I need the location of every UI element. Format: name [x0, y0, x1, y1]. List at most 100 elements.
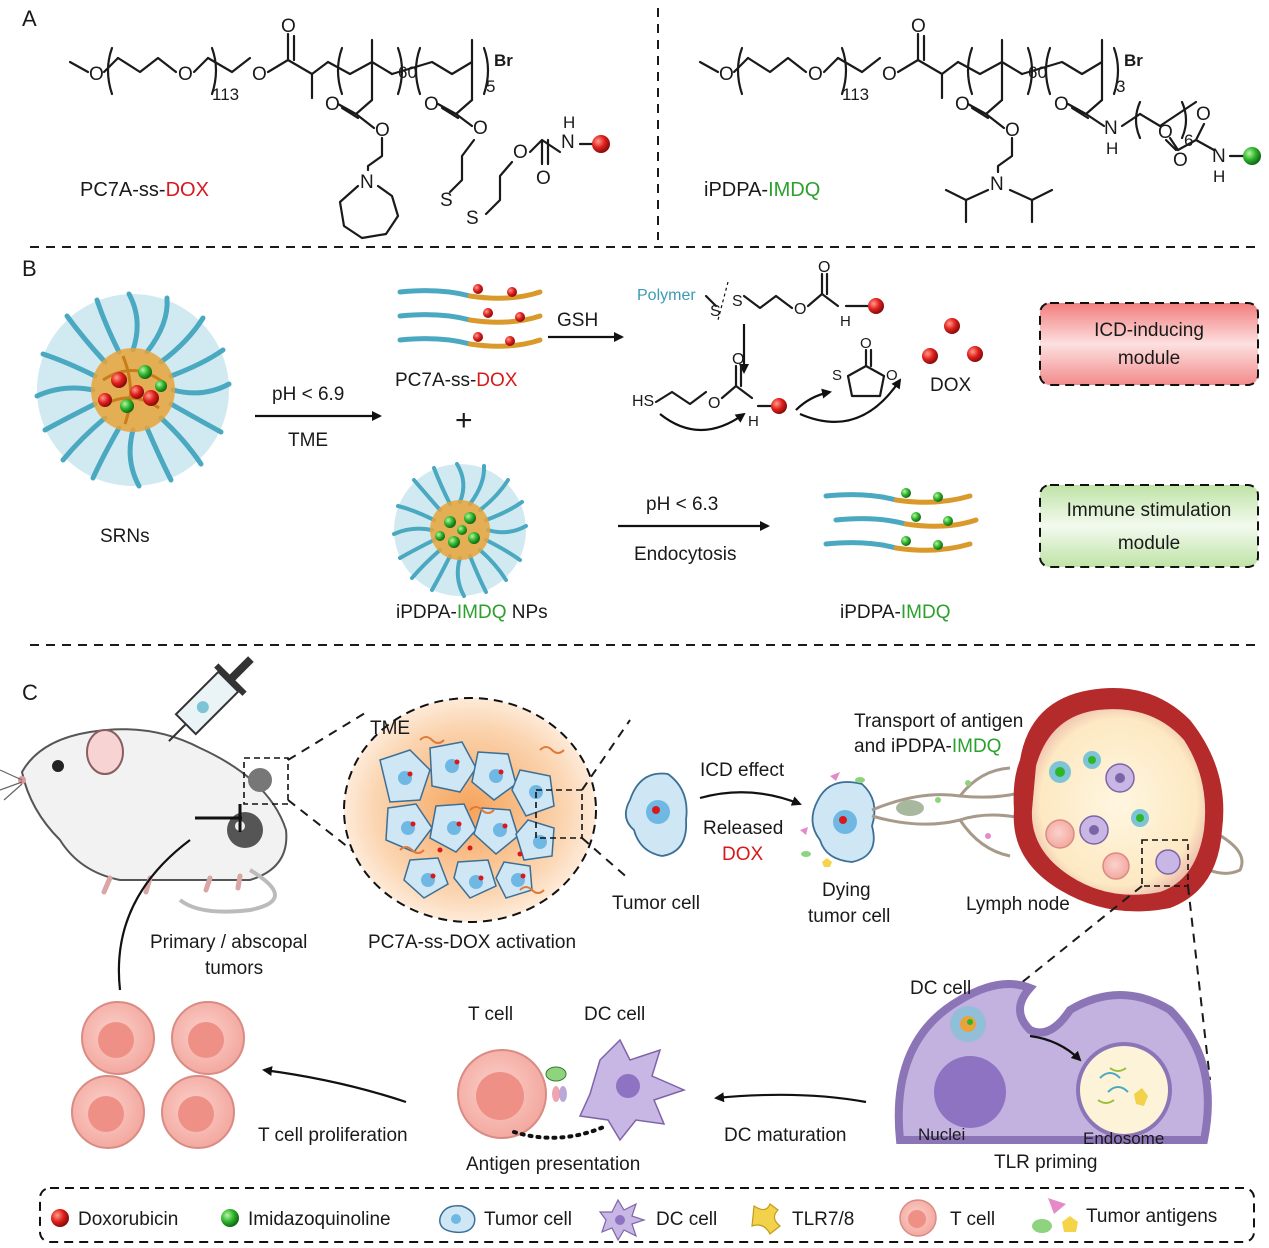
green-sphere-icon — [221, 1209, 239, 1227]
green-sphere-icon — [1243, 147, 1261, 165]
atom-s: S — [466, 208, 479, 229]
atom-o: O — [1173, 150, 1188, 171]
atom-o: O — [513, 142, 528, 163]
syringe-icon — [168, 656, 254, 742]
tumor-cell-label: Tumor cell — [612, 893, 700, 914]
arrow-dc-maturation — [714, 1092, 867, 1104]
legend-item-dc-cell: DC cell — [598, 1198, 717, 1242]
hs-label: HS — [632, 393, 654, 410]
nuclei-label: Nuclei — [918, 1125, 965, 1144]
mouse-icon — [0, 728, 288, 914]
atom-o: O — [375, 120, 390, 141]
zoom-box-mouse — [243, 757, 289, 805]
red-sphere-icon — [592, 135, 610, 153]
released-dox-label: DOX — [722, 844, 764, 865]
atom-o: O — [325, 94, 340, 115]
atom-o: O — [818, 259, 830, 276]
atom-o: O — [424, 94, 439, 115]
atom-o: O — [473, 118, 488, 139]
atom-o: O — [1054, 94, 1069, 115]
gsh-label: GSH — [557, 310, 598, 331]
atom-o: O — [808, 64, 823, 85]
pc7a-polymer-chains-icon — [397, 284, 543, 349]
icd-effect-label: ICD effect — [700, 760, 785, 781]
atom-h: H — [748, 413, 759, 430]
ipdpa-nps-label: iPDPA-IMDQ NPs — [396, 602, 548, 623]
atom-o: O — [882, 64, 897, 85]
icd-module-line2: module — [1118, 348, 1180, 369]
pc7a-ss-dox-title: PC7A-ss-DOX — [80, 179, 209, 201]
ph-6-3-label: pH < 6.3 — [646, 494, 718, 515]
atom-s: S — [832, 367, 842, 384]
atom-o: O — [719, 64, 734, 85]
subscript-113: 113 — [842, 85, 869, 104]
transport-line2: and iPDPA-IMDQ — [854, 736, 1001, 757]
migrating-dc-icon — [896, 800, 924, 816]
tlr-receptor-icon — [751, 1203, 781, 1235]
atom-o: O — [1196, 104, 1211, 125]
disulfide-cleavage-mechanism: Polymer S S O O S H HS O O H O S O — [632, 259, 902, 432]
atom-o: O — [178, 64, 193, 85]
atom-s: S — [440, 190, 453, 211]
panel-label-b: B — [22, 256, 37, 281]
atom-h: H — [1213, 167, 1225, 186]
antigen-presentation-label: Antigen presentation — [466, 1154, 640, 1175]
lymph-node-icon — [1013, 688, 1224, 912]
end-group-br: Br — [1124, 51, 1143, 70]
t-cell-label: T cell — [468, 1004, 513, 1025]
tme-label-c: TME — [370, 718, 410, 739]
ipdpa-imdq-title: iPDPA-IMDQ — [704, 179, 820, 201]
t-cell-cluster — [71, 1001, 245, 1149]
atom-n: N — [561, 132, 575, 153]
atom-n: N — [360, 172, 374, 193]
structure-ipdpa-imdq: O O 113 O O 60 3 Br O O N O N H — [698, 16, 1261, 224]
atom-o: O — [860, 335, 872, 352]
legend-item-tlr: TLR7/8 — [751, 1203, 854, 1235]
legend-label: TLR7/8 — [792, 1209, 854, 1230]
dc-cell-tlr-icon — [894, 980, 1212, 1144]
legend-label: Doxorubicin — [78, 1209, 178, 1230]
activation-label: PC7A-ss-DOX activation — [368, 932, 576, 953]
arrow-icd — [699, 791, 802, 806]
lymph-node-label: Lymph node — [966, 894, 1070, 915]
legend-box — [39, 1187, 1255, 1243]
red-sphere-icon — [771, 398, 787, 414]
red-sphere-icon — [922, 348, 938, 364]
dying-line1: Dying — [822, 880, 871, 901]
atom-o: O — [89, 64, 104, 85]
ipdpa-polymer-chains-icon — [823, 488, 979, 553]
transport-line1: Transport of antigen — [854, 711, 1023, 732]
legend-item-tumor-cell: Tumor cell — [439, 1205, 572, 1234]
legend-label: T cell — [950, 1209, 995, 1230]
subscript-3: 3 — [1116, 77, 1125, 96]
srns-nanoparticle-icon — [34, 291, 232, 489]
tlr-priming-label: TLR priming — [994, 1152, 1097, 1173]
atom-n: N — [1212, 146, 1226, 167]
atom-h: H — [563, 113, 575, 132]
legend-item-imidazoquinoline: Imidazoquinoline — [221, 1209, 391, 1230]
red-sphere-icon — [868, 298, 884, 314]
subscript-60: 60 — [1028, 63, 1047, 82]
legend-item-t-cell: T cell — [899, 1199, 995, 1237]
atom-h: H — [1106, 139, 1118, 158]
dying-line2: tumor cell — [808, 906, 890, 927]
tme-label-b: TME — [288, 430, 328, 451]
dox-label-b: DOX — [930, 375, 972, 396]
t-cell-proliferation-label: T cell proliferation — [258, 1125, 408, 1146]
zoom-box-lymph — [1141, 839, 1189, 887]
atom-n: N — [1104, 118, 1118, 139]
legend-item-doxorubicin: Doxorubicin — [51, 1209, 178, 1230]
ipdpa-imdq-nanoparticle-icon — [392, 462, 528, 598]
legend-item-tumor-antigens: Tumor antigens — [1032, 1198, 1217, 1233]
icd-inducing-module-box — [1039, 302, 1259, 386]
legend-label: Tumor antigens — [1086, 1206, 1217, 1227]
legend-label: DC cell — [656, 1209, 717, 1230]
atom-o: O — [794, 301, 806, 318]
tumor-antigen-icon — [1048, 1198, 1066, 1214]
atom-o: O — [886, 367, 898, 384]
endocytosis-label: Endocytosis — [634, 544, 736, 565]
red-sphere-icon — [967, 346, 983, 362]
antigen-presentation-icon — [457, 1038, 687, 1142]
atom-s: S — [732, 293, 743, 310]
